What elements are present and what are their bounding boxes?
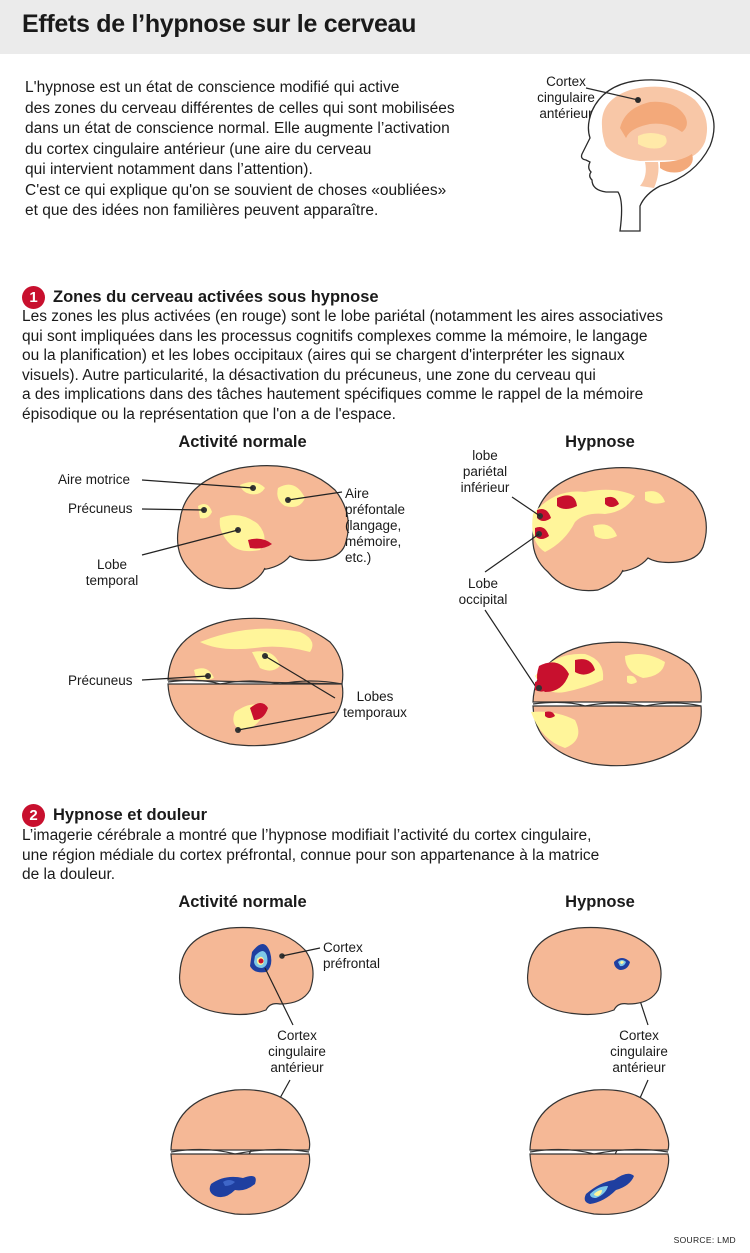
section1-hypnose-title: Hypnose	[565, 433, 635, 451]
header-band	[0, 0, 750, 54]
section1-text: Les zones les plus activées (en rouge) s…	[22, 308, 663, 423]
brain-pain-normal-lateral	[178, 926, 314, 1016]
section1-normal-title: Activité normale	[178, 433, 307, 451]
source-credit: SOURCE: LMD	[673, 1235, 736, 1245]
section2-number-badge: 2	[22, 804, 45, 827]
section1-heading: 1 Zones du cerveau activées sous hypnose	[22, 286, 379, 309]
brain-pain-hypnose-top	[529, 1089, 670, 1215]
intro-line: du cortex cingulaire antérieur (une aire…	[25, 140, 372, 158]
intro-line: et que des idées non familières peuvent …	[25, 202, 379, 219]
label-precuneus: Précuneus	[68, 501, 133, 516]
section2-text: L’imagerie cérébrale a montré que l’hypn…	[22, 827, 600, 883]
brain-hypnose-lateral	[532, 467, 707, 592]
brain-pain-hypnose-lateral	[526, 926, 662, 1016]
intro-line: L'hypnose est un état de conscience modi…	[25, 79, 400, 96]
pointer-dot	[635, 97, 641, 103]
section1-title: Zones du cerveau activées sous hypnose	[53, 287, 379, 306]
leader-line	[585, 87, 639, 101]
brain-pain-normal-top	[170, 1089, 311, 1215]
intro-line: dans un état de conscience normal. Elle …	[25, 120, 450, 137]
section2-title: Hypnose et douleur	[53, 805, 208, 824]
intro-text: L'hypnose est un état de conscience modi…	[25, 78, 525, 222]
brain-normal-top	[167, 617, 344, 747]
brain-normal-lateral	[177, 465, 349, 590]
intro-line: qui intervient notamment dans l’attentio…	[25, 161, 313, 178]
head-illustration	[580, 79, 715, 232]
page-title: Effets de l’hypnose sur le cerveau	[22, 10, 417, 38]
label-precuneus-bottom: Précuneus	[68, 673, 133, 688]
intro-line: C'est ce qui explique qu'on se souvient …	[25, 181, 447, 199]
section2-heading: 2 Hypnose et douleur	[22, 804, 207, 827]
section2-hypnose-title: Hypnose	[565, 893, 635, 911]
label-aire-motrice: Aire motrice	[58, 472, 131, 487]
intro-line: des zones du cerveau différentes de cell…	[25, 99, 455, 117]
brain-hypnose-top	[531, 641, 702, 767]
section1-number-badge: 1	[22, 286, 45, 309]
section2-normal-title: Activité normale	[178, 893, 307, 911]
